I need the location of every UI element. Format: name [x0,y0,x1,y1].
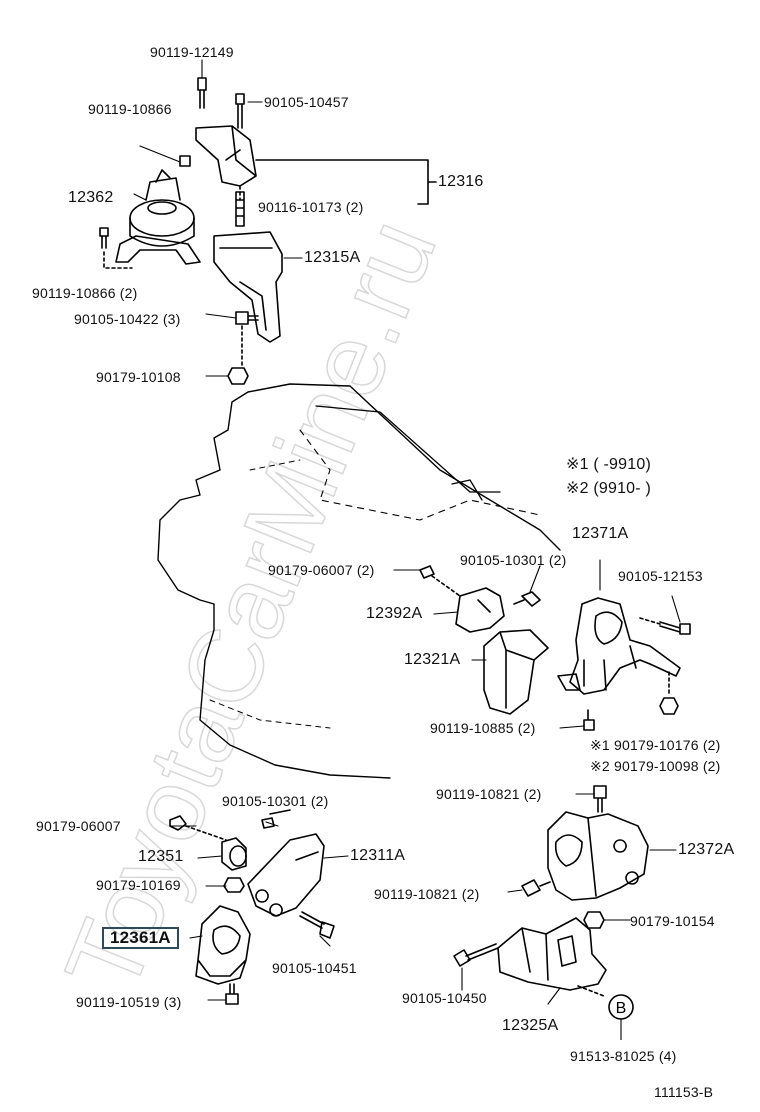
bracket-12315A[interactable] [213,231,283,343]
engine-head-line [315,405,501,501]
bolt-90105-10450[interactable] [453,943,499,967]
label-90105-10301-2-upper: 90105-10301 (2) [460,552,567,568]
label-12315A: 12315A [304,249,361,266]
bolt-90119-10821-lower[interactable] [521,879,551,897]
bracket-12316[interactable] [195,125,257,187]
label-90105-10301-2-lower: 90105-10301 (2) [222,793,329,809]
bolt-90105-10301-lower[interactable] [261,809,291,829]
bracket-12321A[interactable] [483,629,549,715]
nut-90179-06007-lower[interactable] [169,815,187,831]
label-91513-81025: 91513-81025 (4) [570,1048,677,1064]
engine-inner-line [299,429,541,521]
callout-b-letter: B [616,1000,627,1017]
label-90119-10821-upper: 90119-10821 (2) [436,786,542,802]
label-12351: 12351 [138,848,184,865]
bolt-90119-10519[interactable] [225,983,239,1005]
label-90119-10519: 90119-10519 (3) [76,994,182,1010]
label-12372A: 12372A [678,841,735,858]
legend-row-1: ※1 ( -9910) [566,456,651,473]
bolt-90119-10885[interactable] [583,709,595,731]
label-90179-10176: ※1 90179-10176 (2) [590,737,721,753]
bolt-90119-12149[interactable] [197,77,207,109]
label-90105-10450: 90105-10450 [402,990,487,1006]
label-90119-10885: 90119-10885 (2) [430,720,536,736]
label-90179-06007: 90179-06007 [36,818,121,834]
mount-12372A[interactable] [547,811,649,901]
label-12316: 12316 [438,173,484,190]
footer-diagram-code: 111153-B [654,1084,714,1100]
label-12392A: 12392A [366,605,423,622]
bolt-90105-10451[interactable] [299,911,335,939]
label-90179-10098: ※2 90179-10098 (2) [590,758,721,774]
label-90105-10422: 90105-10422 (3) [74,311,181,327]
bracket-12311A[interactable] [247,833,325,917]
label-90119-10866-2: 90119-10866 (2) [32,285,138,301]
bolt-90105-10422[interactable] [235,311,259,325]
bracket-12392A[interactable] [455,587,505,633]
label-90179-10169: 90179-10169 [96,877,181,893]
label-90179-10154: 90179-10154 [630,913,715,929]
stud-90116-10173[interactable] [235,191,245,227]
nut-90179-10169[interactable] [223,877,245,893]
bushing-12351[interactable] [221,837,247,871]
legend-row-2: ※2 (9910- ) [566,480,651,497]
nut-90179-10154[interactable] [583,911,605,929]
label-12311A: 12311A [350,847,406,864]
engine-outline [157,383,561,779]
bolt-90119-10866-upper[interactable] [179,155,191,167]
bolt-90119-10821-upper[interactable] [593,785,607,813]
bolt-90105-12153[interactable] [659,621,691,635]
label-90119-12149: 90119-12149 [150,44,234,60]
bolt-90105-10457[interactable] [235,93,245,129]
engine-lower-dash [209,459,331,729]
nut-90179-10108[interactable] [227,367,249,385]
label-12362: 12362 [68,189,114,206]
label-12371A: 12371A [572,525,629,542]
label-12361A-highlighted[interactable]: 12361A [102,927,179,949]
label-90105-10451: 90105-10451 [272,960,357,976]
label-12325A: 12325A [502,1017,559,1034]
label-90119-10821-lower: 90119-10821 (2) [374,886,480,902]
mount-12371A[interactable] [569,597,681,695]
bolt-90119-10866-lower[interactable] [99,227,109,249]
label-90116-10173: 90116-10173 (2) [258,199,364,215]
label-90179-10108: 90179-10108 [96,369,181,385]
engine-mount-12362[interactable] [129,199,195,237]
label-90179-06007-2: 90179-06007 (2) [268,562,375,578]
bracket-12325A[interactable] [497,917,607,991]
label-90105-12153: 90105-12153 [618,568,703,584]
nut-90179-06007-upper[interactable] [419,565,435,579]
label-90105-10457: 90105-10457 [264,94,349,110]
bolt-90105-10301-upper[interactable] [513,591,541,607]
label-90119-10866: 90119-10866 [88,101,172,117]
mount-12361A[interactable] [195,905,251,985]
nut-90179-10176[interactable] [659,697,679,715]
leader-lines [133,59,681,1005]
label-12321A: 12321A [404,651,461,668]
